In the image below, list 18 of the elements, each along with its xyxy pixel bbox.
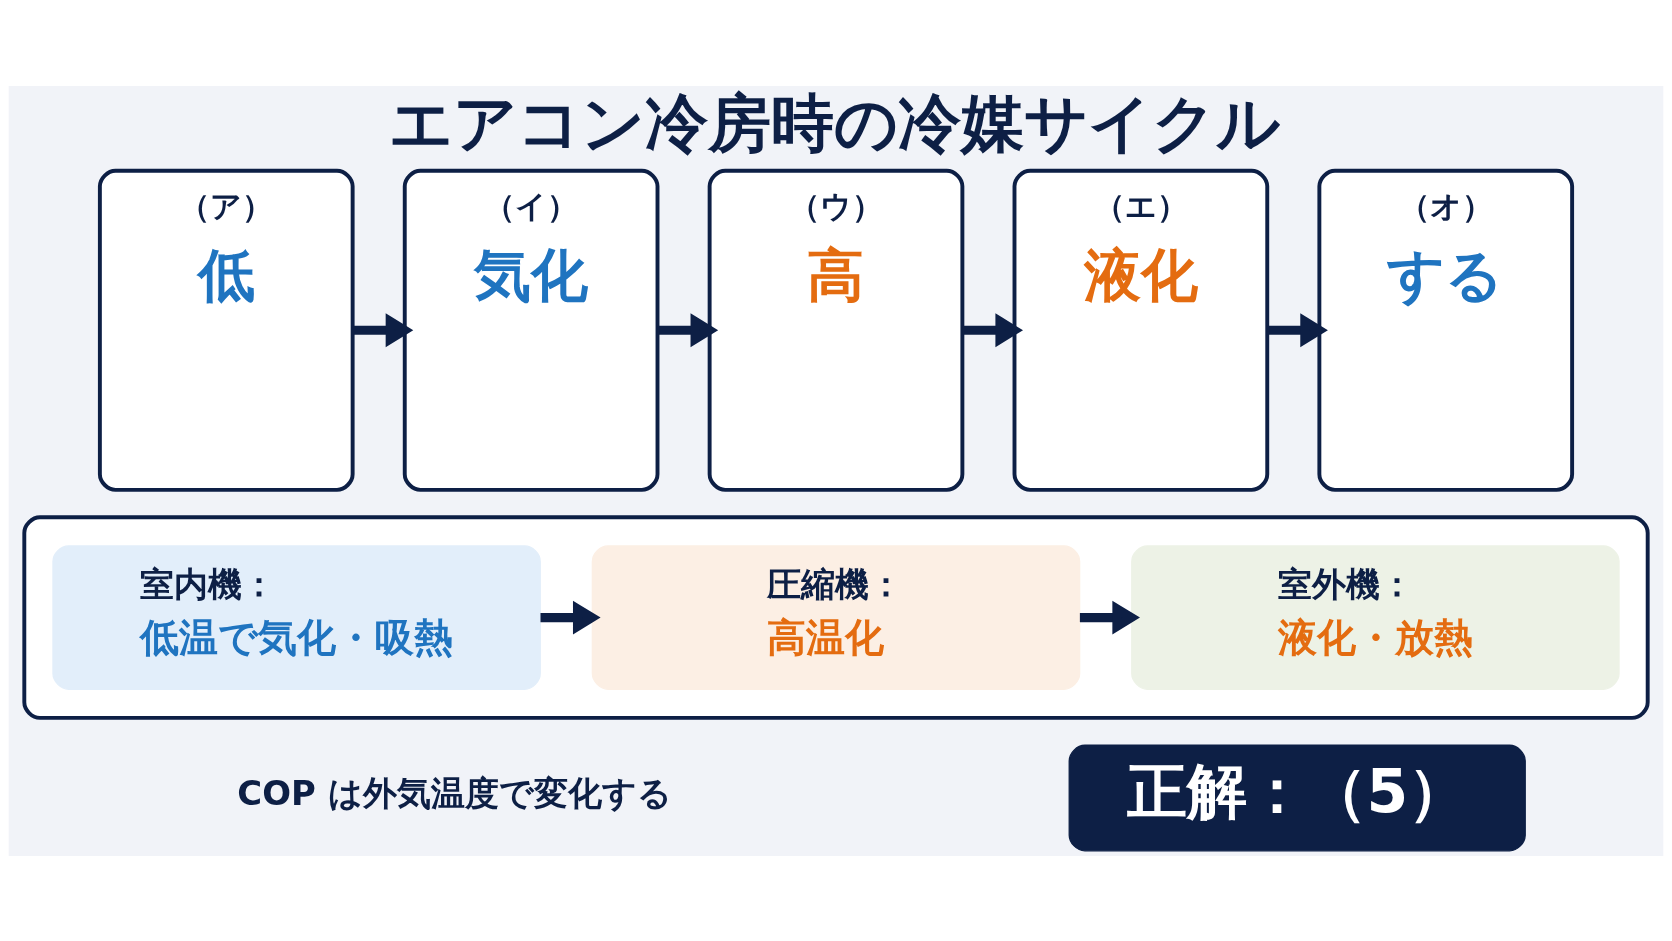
arrow <box>657 312 719 347</box>
node-box: （ウ） 高 <box>707 168 965 492</box>
node-box: 圧縮機： 高温化 <box>591 544 1081 690</box>
arrow <box>540 600 601 634</box>
cluster <box>22 514 1650 720</box>
node-box: （エ） 液化 <box>1012 168 1270 492</box>
diagram-title: エアコン冷房時の冷媒サイクル <box>389 86 1281 160</box>
node-box: （オ） する <box>1317 168 1575 492</box>
arrow <box>1079 600 1140 634</box>
arrow <box>353 312 414 347</box>
node-box: 室内機： 低温で気化・吸熱 <box>52 544 541 690</box>
arrow <box>962 312 1024 347</box>
label: COP は外気温度で変化する <box>237 773 672 813</box>
node-box: 室外機： 液化・放熱 <box>1131 544 1620 690</box>
node-box: （ア） 低 <box>97 168 355 492</box>
node-box: 正解：（5） <box>1068 744 1526 851</box>
node-box: （イ） 気化 <box>402 168 660 492</box>
arrow <box>1267 312 1328 347</box>
